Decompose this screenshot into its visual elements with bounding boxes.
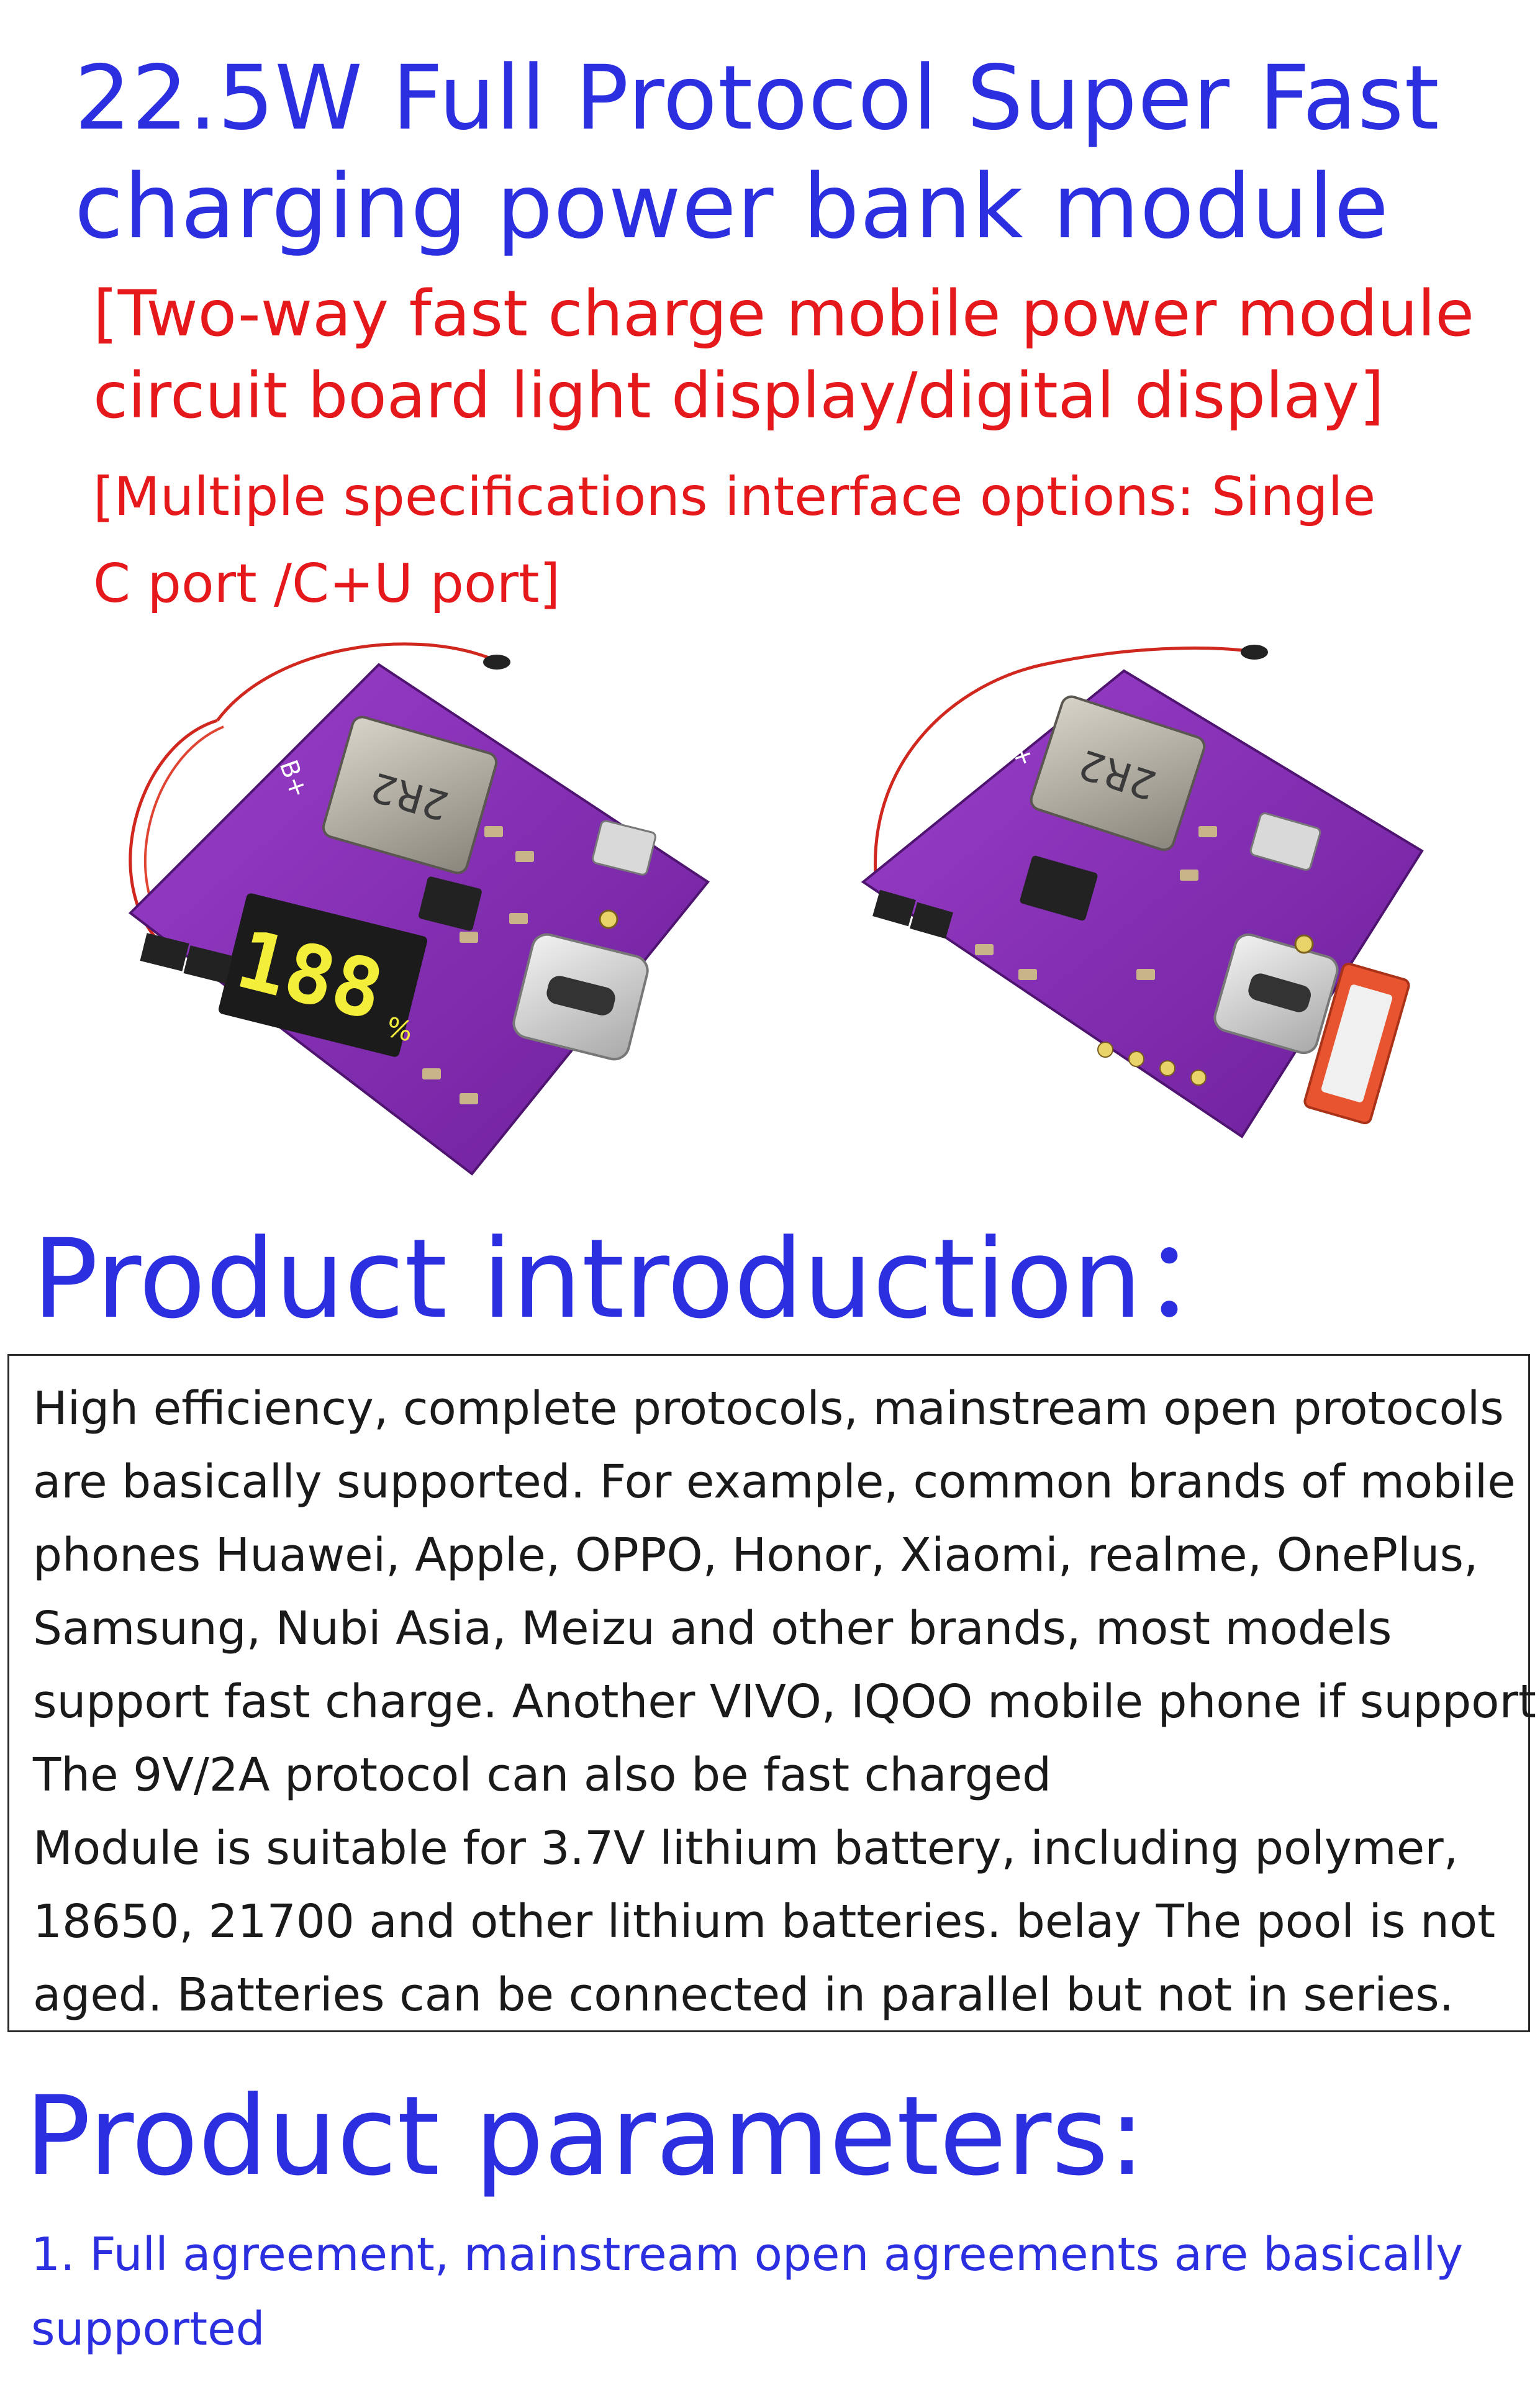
subtitle-spec-line-2: C port /C+U port] bbox=[93, 553, 561, 615]
intro-line: support fast charge. Another VIVO, IQOO … bbox=[33, 1675, 1536, 1729]
right-thermistor-tip bbox=[1241, 645, 1268, 660]
right-chip bbox=[1020, 855, 1098, 921]
page-title: 22.5W Full Protocol Super Fast charging … bbox=[75, 43, 1521, 261]
left-thermistor-tip bbox=[483, 655, 510, 670]
intro-line: phones Huawei, Apple, OPPO, Honor, Xiaom… bbox=[33, 1529, 1479, 1582]
param-item-1-line-2: supported bbox=[31, 2302, 265, 2356]
product-photos: 2R2 B+ 188 % 2R2 B+ bbox=[128, 642, 1424, 1176]
title-line-2: charging power bank module bbox=[75, 155, 1390, 258]
left-push-button bbox=[592, 820, 656, 876]
intro-text-box: High efficiency, complete protocols, mai… bbox=[7, 1354, 1536, 2032]
left-chip bbox=[419, 876, 482, 931]
subtitle-feature-line-2: circuit board light display/digital disp… bbox=[93, 359, 1384, 433]
subtitle-feature-line-1: [Two-way fast charge mobile power module bbox=[93, 277, 1475, 351]
intro-line: The 9V/2A protocol can also be fast char… bbox=[33, 1748, 1052, 1802]
subtitle-spec-line-1: [Multiple specifications interface optio… bbox=[93, 466, 1376, 528]
param-item-1-line-1: 1. Full agreement, mainstream open agree… bbox=[31, 2228, 1464, 2281]
params-heading: Product parameters: bbox=[25, 2073, 1146, 2200]
intro-line: Module is suitable for 3.7V lithium batt… bbox=[33, 1822, 1459, 1875]
right-push-button bbox=[1249, 812, 1321, 871]
intro-line: High efficiency, complete protocols, mai… bbox=[33, 1382, 1504, 1435]
right-board: 2R2 B+ bbox=[861, 645, 1424, 1138]
subtitle-spec: [Multiple specifications interface optio… bbox=[93, 453, 1521, 627]
intro-heading: Product introduction： bbox=[32, 1215, 1251, 1343]
intro-line: Samsung, Nubi Asia, Meizu and other bran… bbox=[33, 1602, 1392, 1655]
left-board: 2R2 B+ 188 % bbox=[128, 642, 710, 1176]
param-item-1: 1. Full agreement, mainstream open agree… bbox=[31, 2217, 1521, 2366]
right-inductor bbox=[1030, 695, 1206, 852]
right-status-leds bbox=[1097, 1042, 1207, 1086]
intro-line: 18650, 21700 and other lithium batteries… bbox=[33, 1895, 1496, 1948]
title-line-1: 22.5W Full Protocol Super Fast bbox=[75, 46, 1440, 150]
left-digital-display bbox=[218, 893, 428, 1057]
intro-line: are basically supported. For example, co… bbox=[33, 1455, 1516, 1509]
right-thermistor-wire bbox=[874, 663, 1044, 876]
intro-line: aged. Batteries can be connected in para… bbox=[33, 1968, 1454, 2022]
subtitle-feature: [Two-way fast charge mobile power module… bbox=[93, 273, 1521, 437]
left-inductor bbox=[322, 716, 498, 874]
